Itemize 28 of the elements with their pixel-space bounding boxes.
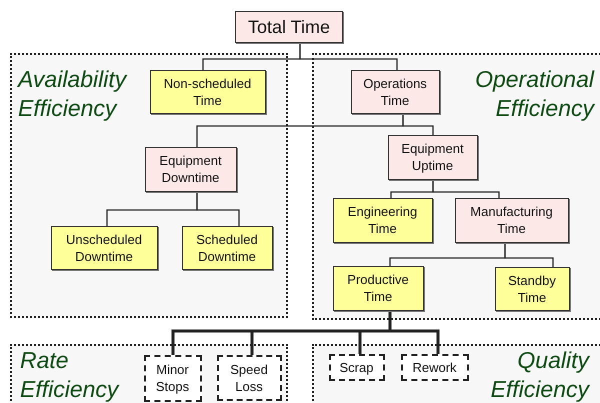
group-heading: Quality Efficiency [490, 346, 589, 403]
process-box: Non-scheduled Time [150, 70, 266, 114]
process-box: Scheduled Downtime [182, 226, 272, 270]
group-heading: Rate Efficiency [20, 346, 120, 403]
dashed-loss-box: Scrap [328, 354, 384, 380]
connector-line [299, 43, 398, 70]
process-box: Manufacturing Time [454, 198, 568, 242]
group-heading: Availability Efficiency [18, 65, 128, 123]
process-box: Unscheduled Downtime [50, 226, 158, 270]
group-panel [10, 344, 288, 403]
group-panel [312, 53, 600, 320]
group-heading: Operational Efficiency [474, 65, 594, 123]
group-panel [10, 53, 288, 318]
process-box: Equipment Downtime [144, 146, 236, 192]
dashed-loss-box: Rework [400, 354, 468, 380]
connector-line [402, 114, 434, 135]
connector-line [196, 192, 240, 226]
process-box: Total Time [235, 11, 343, 43]
connector-line [504, 243, 554, 267]
connector-line [432, 180, 500, 198]
process-box: Equipment Uptime [388, 134, 478, 180]
process-box: Productive Time [332, 266, 424, 310]
group-panel [312, 344, 600, 403]
process-box: Operations Time [350, 70, 440, 114]
dashed-loss-box: Speed Loss [216, 354, 282, 400]
process-box: Engineering Time [332, 198, 432, 242]
dashed-loss-box: Minor Stops [144, 354, 202, 402]
process-box: Standby Time [494, 266, 570, 310]
